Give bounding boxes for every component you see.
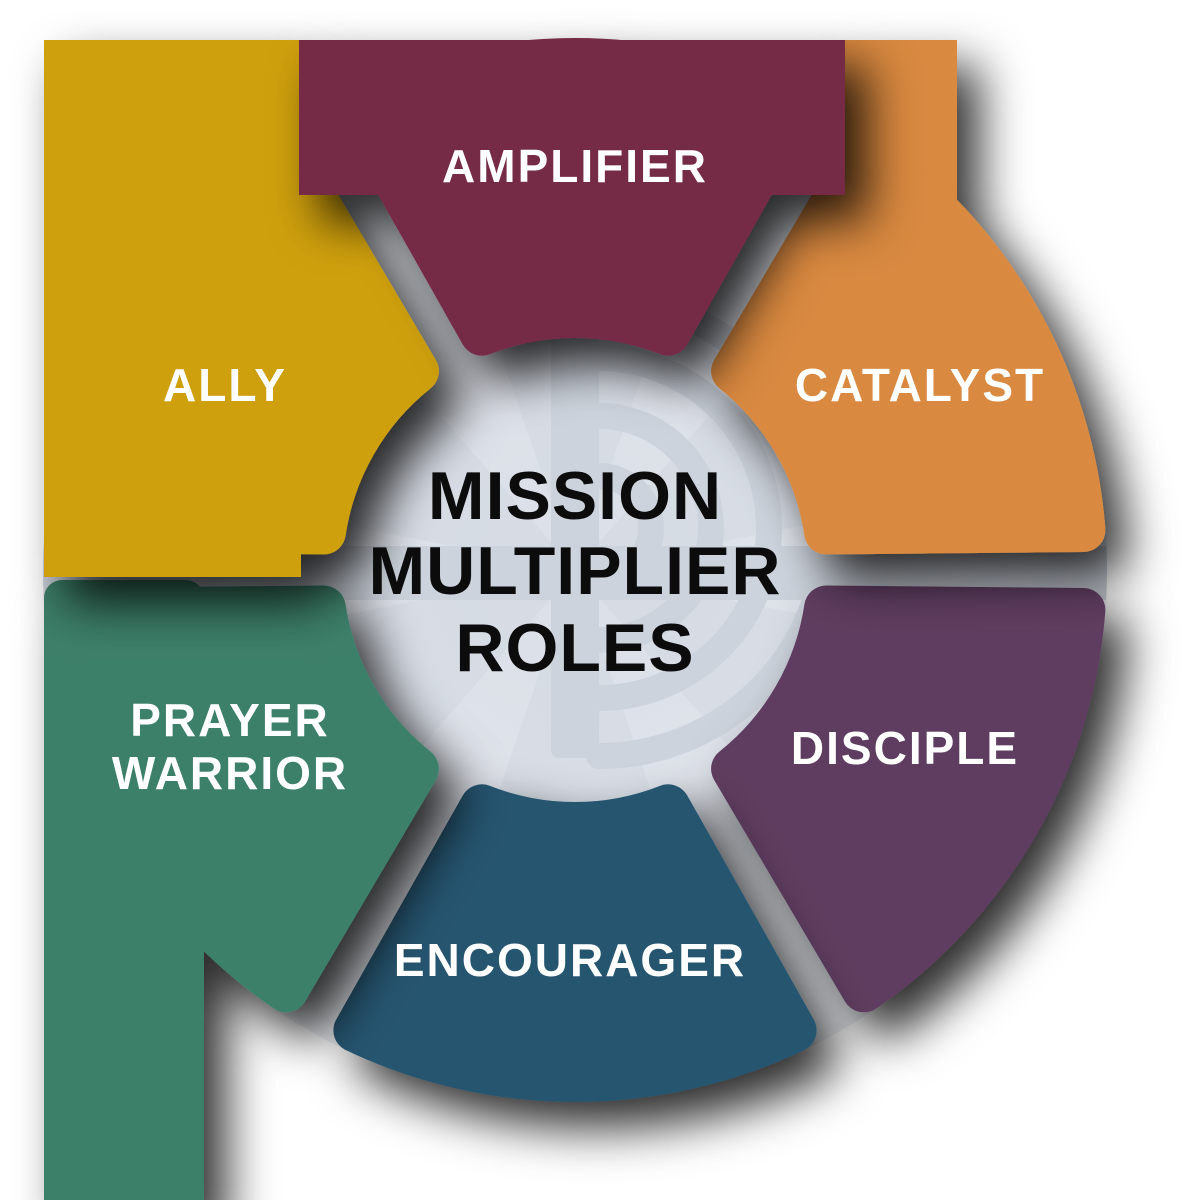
- wedge-ally: [44, 127, 439, 555]
- watermark-arc-3: [586, 345, 782, 711]
- wedge-group-prayer-warrior: [44, 580, 439, 1200]
- wedge-catalyst: [711, 127, 1106, 555]
- label-prayer-warrior-line1: PRAYER: [130, 694, 329, 746]
- wedge-group-catalyst: [711, 40, 1106, 555]
- wedge-prayer-warrior: [44, 585, 439, 1013]
- wedge-group-disciple: [711, 585, 1106, 1013]
- label-ally: ALLY: [163, 359, 287, 411]
- label-encourager: ENCOURAGER: [394, 934, 746, 986]
- label-catalyst: CATALYST: [795, 359, 1045, 411]
- wedge-group-amplifier: [299, 38, 845, 356]
- label-prayer-warrior-line2: WARRIOR: [112, 747, 348, 799]
- wedge-group-encourager: [333, 784, 817, 1102]
- center-title: MISSION MULTIPLIER ROLES: [369, 458, 782, 686]
- wedge-encourager: [333, 784, 817, 1102]
- title-line-3: ROLES: [455, 610, 694, 686]
- title-line-1: MISSION: [428, 458, 722, 534]
- label-disciple: DISCIPLE: [791, 722, 1019, 774]
- wedge-group-ally: [44, 40, 439, 577]
- wedge-amplifier: [333, 38, 817, 356]
- wedge-disciple: [711, 585, 1106, 1013]
- title-line-2: MULTIPLIER: [369, 533, 782, 609]
- label-amplifier: AMPLIFIER: [442, 140, 708, 192]
- watermark-arc-2: [586, 403, 724, 653]
- watermark-arc-1: [586, 463, 664, 593]
